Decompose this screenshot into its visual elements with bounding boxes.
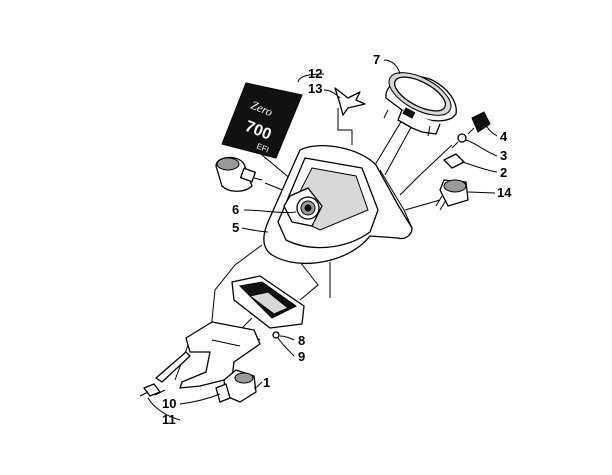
leader-lines: [147, 59, 498, 421]
clip-part-13: [334, 87, 366, 116]
ignition-part-6: [283, 187, 323, 227]
rivet-part-11: [139, 383, 161, 397]
callout-12: 12: [308, 66, 322, 81]
callout-2: 2: [500, 165, 507, 180]
callouts: 12 13 7 4 3 2 14 6 5 8 9 1 10 11: [162, 52, 512, 427]
key-part-4: [467, 111, 491, 135]
callout-1: 1: [263, 375, 270, 390]
callout-4: 4: [500, 129, 508, 144]
mount-cup: [231, 275, 305, 329]
decal-sub-text: EFI: [255, 142, 270, 155]
switch-part-14: [435, 179, 469, 211]
callout-3: 3: [500, 148, 507, 163]
bracket-part-10: [155, 321, 261, 389]
callout-8: 8: [298, 333, 305, 348]
actuator-part-1: [215, 369, 257, 403]
decal-part-12: Zero 700 EFI: [221, 82, 303, 159]
callout-11: 11: [162, 412, 176, 427]
nut-part-2: [443, 153, 465, 169]
callout-14: 14: [497, 185, 512, 200]
callout-7: 7: [373, 52, 380, 67]
callout-6: 6: [232, 202, 239, 217]
screw-part-9: [272, 331, 280, 339]
power-socket: [215, 156, 263, 192]
callout-10: 10: [162, 396, 176, 411]
ring-part-3: [451, 133, 467, 149]
callout-9: 9: [298, 349, 305, 364]
callout-5: 5: [232, 220, 239, 235]
console-housing-part-5: [263, 144, 413, 265]
gauge-part-7: [383, 72, 457, 137]
callout-13: 13: [308, 81, 322, 96]
